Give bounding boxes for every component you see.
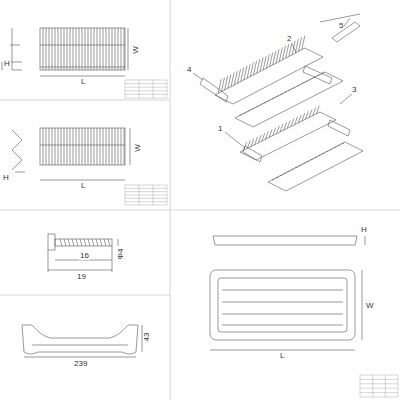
end-cap <box>22 325 142 357</box>
dimension-label: H <box>360 226 368 234</box>
dimension-label: L <box>279 352 285 360</box>
exploded-assembly <box>193 14 363 191</box>
callout-number: 4 <box>186 66 192 74</box>
dimension-label: 43 <box>143 332 151 343</box>
dimension-label: L <box>80 182 86 190</box>
dimension-label: W <box>365 302 375 310</box>
dimension-label: 16 <box>79 252 90 260</box>
dimension-label: W <box>132 45 140 55</box>
callout-number: 2 <box>286 35 292 43</box>
dimension-label: H <box>2 174 10 182</box>
callout-number: 3 <box>351 86 357 94</box>
dimension-label: Φ4 <box>117 248 125 261</box>
screw <box>48 234 118 272</box>
dimension-label: 239 <box>73 360 88 368</box>
rack-front-view-2 <box>12 128 130 180</box>
callout-number: 1 <box>217 125 223 133</box>
size-tables <box>125 80 398 397</box>
dimension-label: W <box>134 143 142 153</box>
drip-tray <box>210 236 365 350</box>
rack-front-view <box>2 28 128 76</box>
dimension-label: L <box>80 78 86 86</box>
dimension-label: H <box>3 60 11 68</box>
callout-number: 5 <box>338 22 344 30</box>
dimension-label: 19 <box>76 273 87 281</box>
